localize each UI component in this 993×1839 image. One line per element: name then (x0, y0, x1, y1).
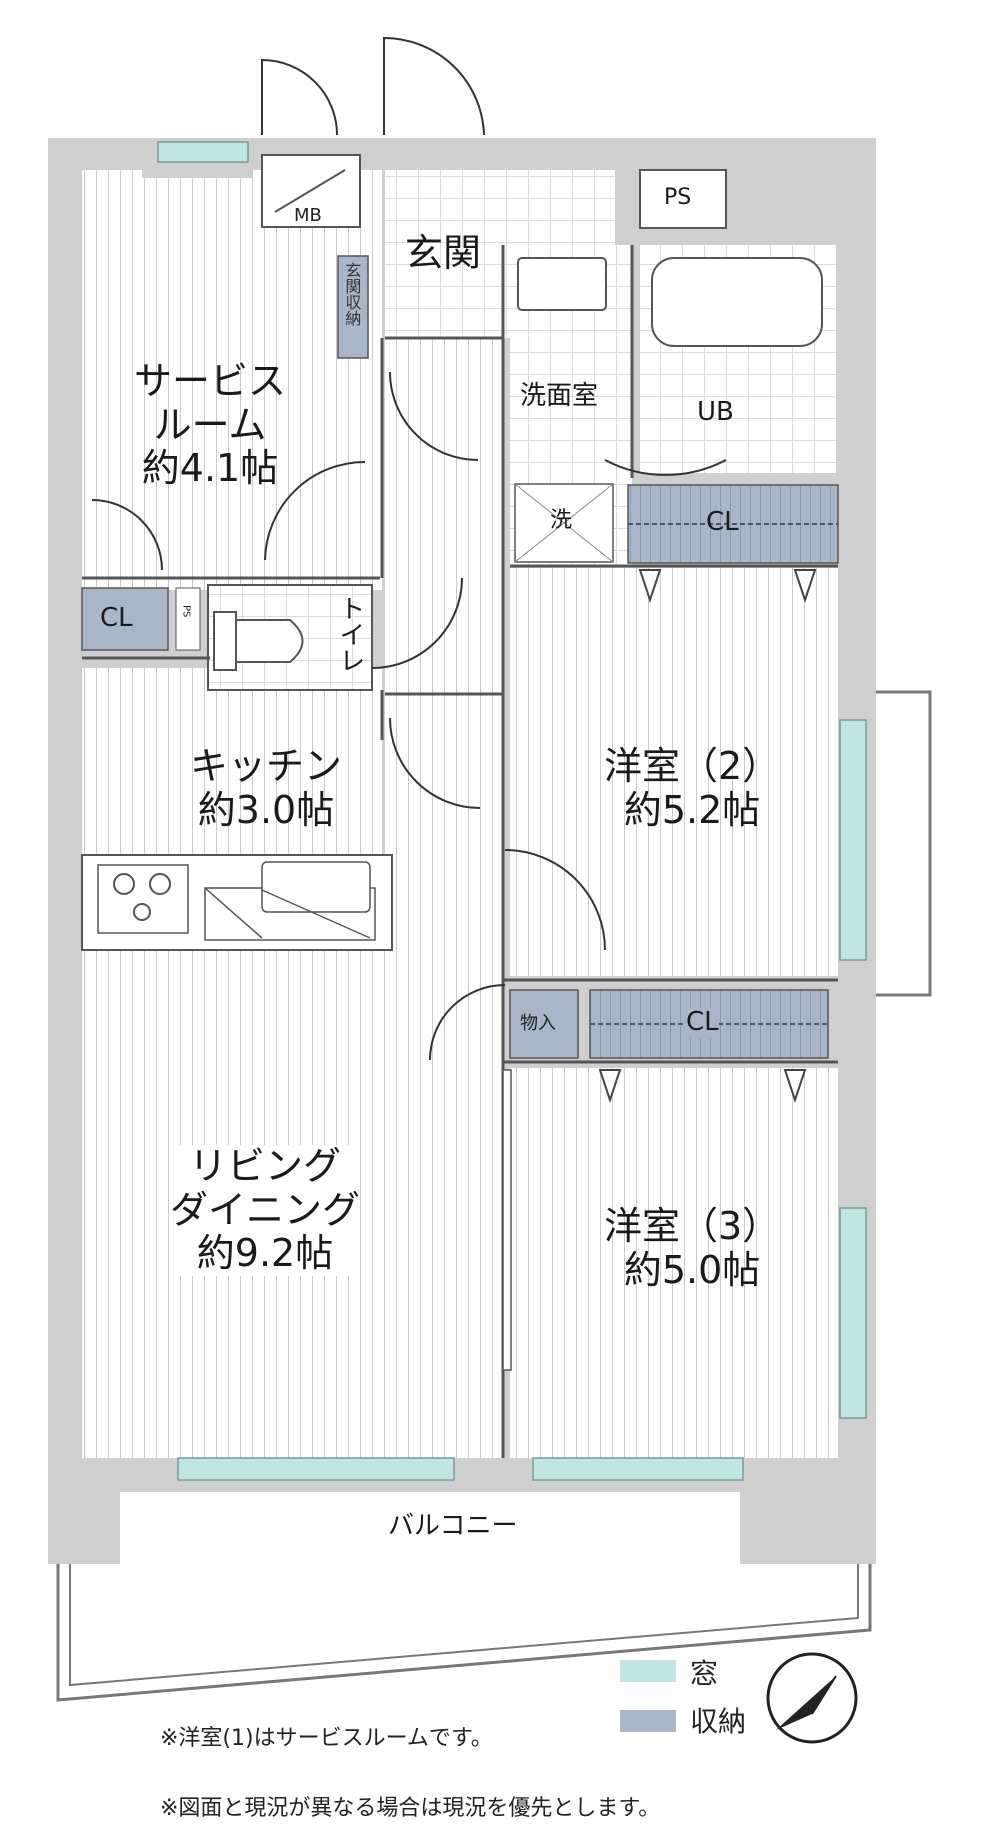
room2-label: 洋室（2） 約5.2帖 (604, 744, 781, 832)
window-bottom-2 (532, 1457, 744, 1481)
washer-label: 洗 (550, 508, 573, 533)
room2-floor (510, 568, 838, 976)
window-right-1 (839, 719, 867, 961)
bath-label: UB (697, 397, 734, 427)
room3-label: 洋室（3） 約5.0帖 (604, 1204, 781, 1292)
window-right-2 (839, 1207, 867, 1419)
note-priority: ※図面と現況が異なる場合は現況を優先とします。 (160, 1796, 661, 1821)
ps-label: PS (664, 185, 692, 210)
entrance-storage-label: 玄関収納 (342, 262, 362, 326)
closet-middle-label: CL (686, 1007, 719, 1038)
note-service-room: ※洋室(1)はサービスルームです。 (160, 1726, 493, 1751)
toilet-label: トイレ (334, 595, 365, 673)
living-label: リビング ダイニング 約9.2帖 (170, 1144, 361, 1277)
storage-box (509, 989, 579, 1059)
kitchen-floor (82, 668, 382, 863)
legend-storage-label: 収納 (690, 1705, 747, 1738)
legend-window-label: 窓 (690, 1657, 719, 1690)
ps-box (639, 169, 727, 229)
hallway-floor (385, 338, 503, 950)
room3-floor (510, 1068, 838, 1458)
entrance-label: 玄関 (405, 231, 482, 275)
legend-storage-swatch (620, 1710, 676, 1732)
legend-window-swatch (620, 1660, 676, 1682)
ps-small-label: PS (180, 605, 192, 618)
balcony-floor (120, 1492, 740, 1564)
kitchen-label: キッチン 約3.0帖 (190, 744, 343, 832)
service-room-label: サービス ルーム 約4.1帖 (134, 359, 287, 491)
storage-label: 物入 (520, 1013, 556, 1034)
closet-top-label: CL (706, 507, 739, 537)
balcony-label: バルコニー (388, 1511, 518, 1541)
washroom-label: 洗面室 (520, 381, 599, 411)
ps-small-box (175, 587, 201, 651)
compass-icon (766, 1652, 858, 1744)
closet-service-label: CL (100, 603, 133, 633)
entrance-storage (337, 255, 369, 359)
window-top-left (157, 141, 249, 163)
mb-label: MB (294, 205, 322, 226)
closet-service (81, 587, 169, 651)
window-bottom-1 (177, 1457, 455, 1481)
service-room-floor (82, 170, 382, 590)
